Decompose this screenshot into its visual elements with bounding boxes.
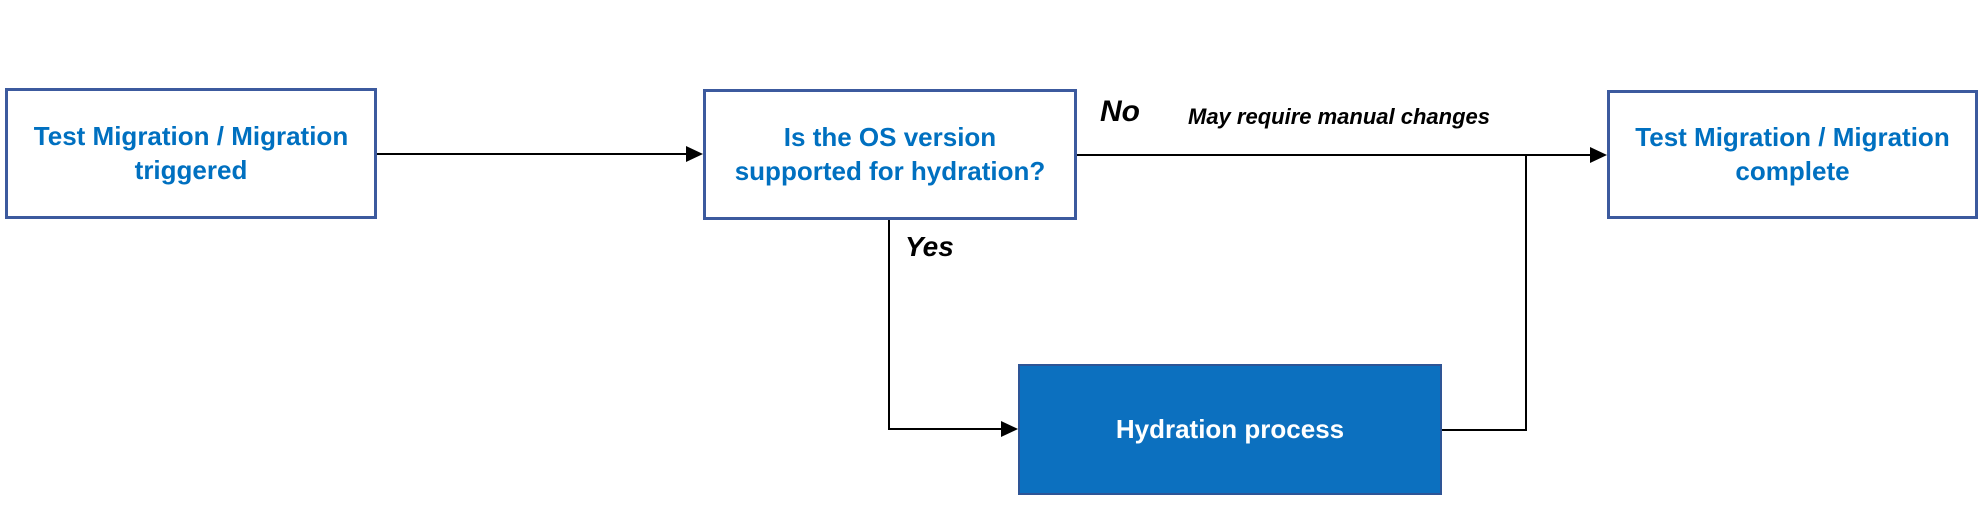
edge-label-no: No <box>1100 95 1140 128</box>
node-os-version-decision: Is the OS version supported for hydratio… <box>703 89 1077 220</box>
connector-decision-to-hydration-horizontal <box>888 428 1002 430</box>
connector-hydration-return-vertical <box>1525 155 1527 431</box>
edge-label-manual-changes-note: May require manual changes <box>1188 104 1490 129</box>
node-label: Is the OS version supported for hydratio… <box>734 122 1046 186</box>
arrowhead-icon <box>686 146 703 162</box>
connector-hydration-return-horizontal <box>1442 429 1527 431</box>
node-hydration-process: Hydration process <box>1018 364 1442 495</box>
arrowhead-icon <box>1590 147 1607 163</box>
arrowhead-icon <box>1001 421 1018 437</box>
node-migration-complete: Test Migration / Migration complete <box>1607 90 1978 219</box>
node-label: Test Migration / Migration triggered <box>33 121 349 185</box>
node-label: Hydration process <box>1115 413 1345 444</box>
connector-decision-to-complete <box>1077 154 1591 156</box>
edge-label-yes: Yes <box>905 231 954 262</box>
node-test-migration-triggered: Test Migration / Migration triggered <box>5 88 377 219</box>
connector-decision-to-hydration-vertical <box>888 220 890 429</box>
connector-trigger-to-decision <box>377 153 687 155</box>
node-label: Test Migration / Migration complete <box>1635 122 1950 186</box>
